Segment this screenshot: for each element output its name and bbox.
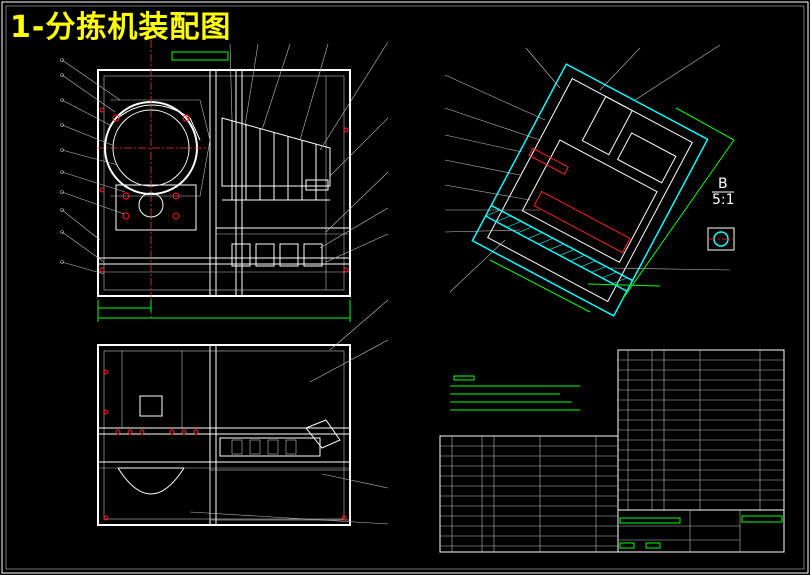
inner-border	[5, 5, 805, 570]
detail-scale: 5:1	[712, 192, 735, 208]
page-title: 1-分拣机装配图	[10, 10, 232, 45]
drive-wheel	[138, 192, 164, 218]
front-view	[60, 40, 389, 322]
top-view	[97, 299, 389, 526]
technical-notes	[450, 375, 580, 411]
side-section-view: B 5:1	[444, 44, 735, 317]
detail-label: B	[718, 176, 728, 192]
parts-list-table	[439, 349, 785, 553]
